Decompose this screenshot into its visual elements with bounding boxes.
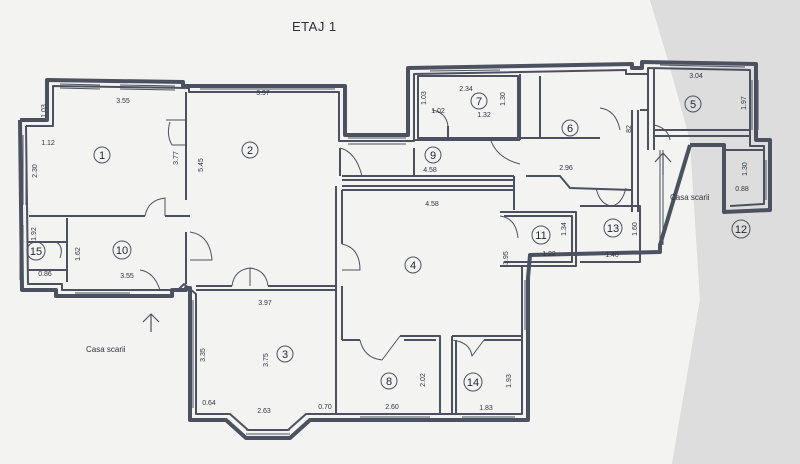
dimension-label: 3.55 — [120, 273, 134, 280]
room-number-circle — [561, 119, 579, 137]
room-label-8: 8 — [380, 372, 398, 390]
dimension-label: 1.30 — [500, 92, 507, 106]
room-label-9: 9 — [424, 146, 442, 164]
room-number-circle — [276, 345, 294, 363]
dimension-label: 1.62 — [75, 247, 82, 261]
room-label-1: 1 — [93, 146, 111, 164]
room-number-circle — [424, 146, 442, 164]
room-label-11: 11 — [531, 225, 551, 245]
room-label-4: 4 — [404, 256, 422, 274]
floor-title: ETAJ 1 — [292, 19, 337, 34]
room-number: 13 — [607, 223, 619, 235]
dimension-label: 1.22 — [542, 251, 556, 258]
dimension-label: 2.34 — [459, 86, 473, 93]
room-label-15: 15 — [26, 241, 46, 261]
room-number-circle — [470, 92, 488, 110]
room-label-10: 10 — [112, 240, 132, 260]
dimension-labels: 3.55 1.03 1.12 2.30 3.77 3.97 5.45 2.34 1.03 1.30… — [31, 73, 749, 415]
dimension-label: 4.58 — [423, 167, 437, 174]
dimension-label: 82 — [626, 125, 633, 133]
room-number: 8 — [386, 376, 392, 388]
dimension-label: 1.03 — [421, 91, 428, 105]
dimension-label: 3.35 — [200, 348, 207, 362]
room-number-circle — [404, 256, 422, 274]
dimension-label: 1.12 — [41, 140, 55, 147]
room-label-6: 6 — [561, 119, 579, 137]
stair-arrow-left — [142, 313, 160, 332]
dimension-label: 2.96 — [559, 165, 573, 172]
paper — [0, 0, 700, 464]
room-number-circle — [380, 372, 398, 390]
room-number: 5 — [690, 99, 696, 111]
dimension-label: 1.03 — [41, 104, 48, 118]
room-number-circle — [603, 218, 623, 238]
room-number-circle — [241, 141, 259, 159]
dimension-label: 1.93 — [506, 374, 513, 388]
room-label-7: 7 — [470, 92, 488, 110]
dimension-label: 3.75 — [263, 353, 270, 367]
doors — [55, 107, 671, 361]
room-number: 1 — [99, 150, 105, 162]
room-number: 3 — [282, 349, 288, 361]
staircase-label-left: Casa scarii — [86, 345, 126, 354]
dimension-label: 1.83 — [479, 405, 493, 412]
dimension-label: 1.30 — [742, 162, 749, 176]
room-number: 15 — [30, 246, 42, 258]
room-label-5: 5 — [684, 95, 702, 113]
room-number: 6 — [567, 123, 573, 135]
walls — [18, 60, 772, 440]
room-number: 9 — [430, 150, 436, 162]
dimension-label: 3.95 — [503, 251, 510, 265]
interior-walls — [28, 68, 764, 414]
dimension-label: 2.30 — [32, 164, 39, 178]
dimension-label: 4.58 — [425, 201, 439, 208]
dimension-label: 2.02 — [420, 373, 427, 387]
dimension-label: 3.97 — [258, 300, 272, 307]
room-number: 2 — [247, 145, 253, 157]
room-number-circle — [731, 219, 751, 239]
dimension-label: 1.92 — [31, 227, 38, 241]
room-number: 11 — [535, 230, 546, 242]
room-number-circle — [112, 240, 132, 260]
dimension-label: 1.60 — [632, 222, 639, 236]
room-number-circle — [463, 372, 483, 392]
room-label-12: 12 — [731, 219, 751, 239]
room-number: 14 — [467, 377, 479, 389]
windows — [19, 61, 770, 435]
dimension-label: 3.97 — [256, 90, 270, 97]
dimension-label: 1.02 — [431, 108, 445, 115]
dimension-label: 0.64 — [202, 400, 216, 407]
dimension-label: 3.77 — [173, 151, 180, 165]
dimension-label: 3.04 — [689, 73, 703, 80]
room-label-2: 2 — [241, 141, 259, 159]
dimension-label: 5.45 — [198, 158, 205, 172]
room-number: 7 — [476, 96, 482, 108]
dimension-label: 1.97 — [741, 96, 748, 110]
room-label-14: 14 — [463, 372, 483, 392]
room-number: 12 — [735, 224, 747, 236]
dimension-label: 1.32 — [477, 112, 491, 119]
room-label-3: 3 — [276, 345, 294, 363]
dimension-label: 2.63 — [257, 408, 271, 415]
staircase-label-right: Casa scarii — [670, 193, 710, 202]
room-number: 10 — [116, 245, 128, 257]
dimension-label: 0.86 — [38, 271, 52, 278]
dimension-label: 3.55 — [116, 98, 130, 105]
room-number: 4 — [410, 260, 416, 272]
room-number-circle — [93, 146, 111, 164]
room-number-circle — [531, 225, 551, 245]
dimension-label: 2.60 — [385, 404, 399, 411]
paper-fold — [650, 0, 800, 464]
dimension-label: 0.88 — [735, 186, 749, 193]
room-label-13: 13 — [603, 218, 623, 238]
dimension-label: 0.70 — [318, 404, 332, 411]
dimension-label: 1.40 — [605, 252, 619, 259]
room-number-circle — [684, 95, 702, 113]
room-number-circle — [26, 241, 46, 261]
stair-arrow-right — [654, 152, 672, 175]
dimension-label: 1.34 — [561, 222, 568, 236]
